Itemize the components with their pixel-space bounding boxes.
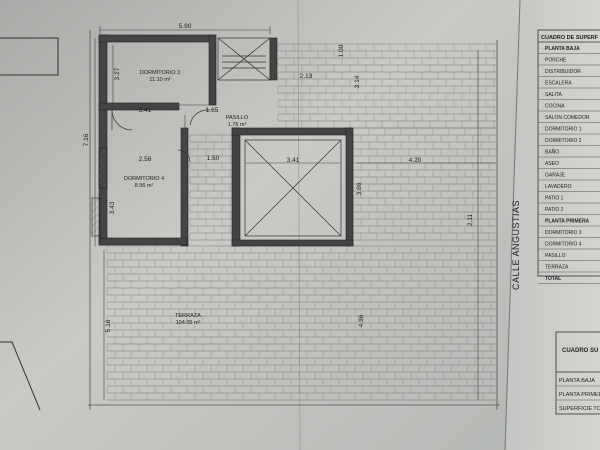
table-row: SUPERFICIE TO	[559, 406, 600, 412]
table-row: PATIO 1	[545, 196, 564, 202]
table-row: PASILLO	[545, 253, 566, 259]
dim-patio-width: 3.41	[287, 157, 300, 164]
dim-upper-stair-width: 2.13	[300, 73, 313, 80]
room-terraza-area: 104.05 m²	[176, 320, 201, 326]
dimension-lines	[94, 26, 496, 400]
table-row: TOTAL	[545, 276, 561, 282]
table-row: PORCHE	[545, 58, 567, 64]
terrace-tiling	[106, 43, 496, 401]
table-row: DORMITORIO 2	[545, 138, 582, 144]
surface-table-rows: PLANTA BAJA PORCHE DISTRIBUIDOR ESCALERA SAL…	[538, 46, 600, 284]
right-sheet	[505, 0, 600, 450]
room-pasillo-area: 1.76 m²	[228, 122, 247, 128]
stair-void	[217, 37, 271, 81]
room-dorm3-name: DORMITORIO 3	[140, 70, 180, 76]
table-row: PLANTA BAJA	[545, 46, 580, 52]
table-row: DORMITORIO 4	[545, 242, 582, 248]
surface-table-title: CUADRO DE SUPERF	[541, 35, 599, 41]
table-row: PATIO 2	[545, 207, 564, 213]
table-row: PLANTA PRIMER	[559, 392, 600, 398]
summary-table-title: CUADRO SU	[562, 348, 598, 354]
neighbour-outline	[0, 37, 59, 411]
room-dorm4-name: DORMITORIO 4	[124, 176, 164, 182]
dim-dorm4-width: 2.58	[139, 156, 152, 163]
room-pasillo-name: PASILLO	[226, 115, 249, 121]
table-row: DORMITORIO 1	[545, 127, 582, 133]
room-dorm4-area: 8.96 m²	[135, 183, 154, 189]
table-row: PLANTA PRIMERA	[545, 219, 590, 225]
table-row: BAÑO	[545, 149, 559, 156]
dim-pasillo-width: 1.65	[206, 107, 219, 114]
dimension-labels: 5.90 7.16 3.27 3.41 1.65 2.58 3.43 1.50 …	[83, 23, 474, 332]
dim-terraza-left: 5.16	[105, 319, 112, 332]
property-boundary	[88, 30, 500, 410]
dim-upper-stair-height: 1.00	[338, 44, 345, 57]
room-terraza-name: TERRAZA	[175, 313, 201, 319]
walls	[91, 34, 354, 247]
table-row: TERRAZA	[545, 265, 569, 271]
dim-dorm3-width: 3.41	[139, 107, 152, 114]
table-row: LAVADERO	[545, 184, 572, 190]
dim-right-width: 4.20	[409, 157, 422, 164]
sheet-fold	[504, 0, 521, 450]
table-row: GARAJE	[545, 173, 566, 179]
dim-left-height: 7.16	[83, 133, 90, 146]
dim-dorm4-height: 3.43	[109, 201, 116, 214]
sheet-crease	[297, 0, 301, 450]
table-row: SALON COMEDOR	[545, 115, 590, 121]
room-dorm3-area: 11.10 m²	[149, 77, 170, 83]
dim-dorm3-height: 3.27	[114, 67, 121, 80]
table-row: SALITA	[545, 92, 563, 98]
room-labels: DORMITORIO 3 11.10 m² PASILLO 1.76 m² DO…	[124, 70, 249, 326]
dim-terraza-center: 4.96	[358, 314, 365, 327]
summary-table: CUADRO SU PLANTA BAJA PLANTA PRIMER SUPERF…	[555, 331, 600, 415]
table-row: PLANTA BAJA	[559, 378, 595, 384]
table-row: ESCALERA	[545, 81, 572, 87]
surface-table: CUADRO DE SUPERF PLANTA BAJA PORCHE DISTRI…	[537, 29, 600, 284]
main-sheet	[0, 0, 520, 450]
street-label: CALLE ANGUSTIAS	[511, 200, 521, 290]
dim-patio-height: 3.86	[356, 182, 363, 195]
table-row: DISTRIBUIDOR	[545, 69, 581, 75]
dim-right-height-b: 2.11	[467, 214, 474, 227]
dim-top-width: 5.90	[179, 23, 192, 30]
patio-void	[244, 139, 342, 237]
table-row: COCINA	[545, 104, 565, 110]
dim-right-height-a: 3.14	[354, 75, 361, 88]
dim-pasillo-gap: 1.50	[207, 155, 220, 162]
table-row: DORMITORIO 3	[545, 230, 582, 236]
door-swings	[111, 109, 211, 163]
summary-table-rows: PLANTA BAJA PLANTA PRIMER SUPERFICIE TO	[556, 378, 600, 415]
table-row: ASEO	[545, 161, 559, 167]
